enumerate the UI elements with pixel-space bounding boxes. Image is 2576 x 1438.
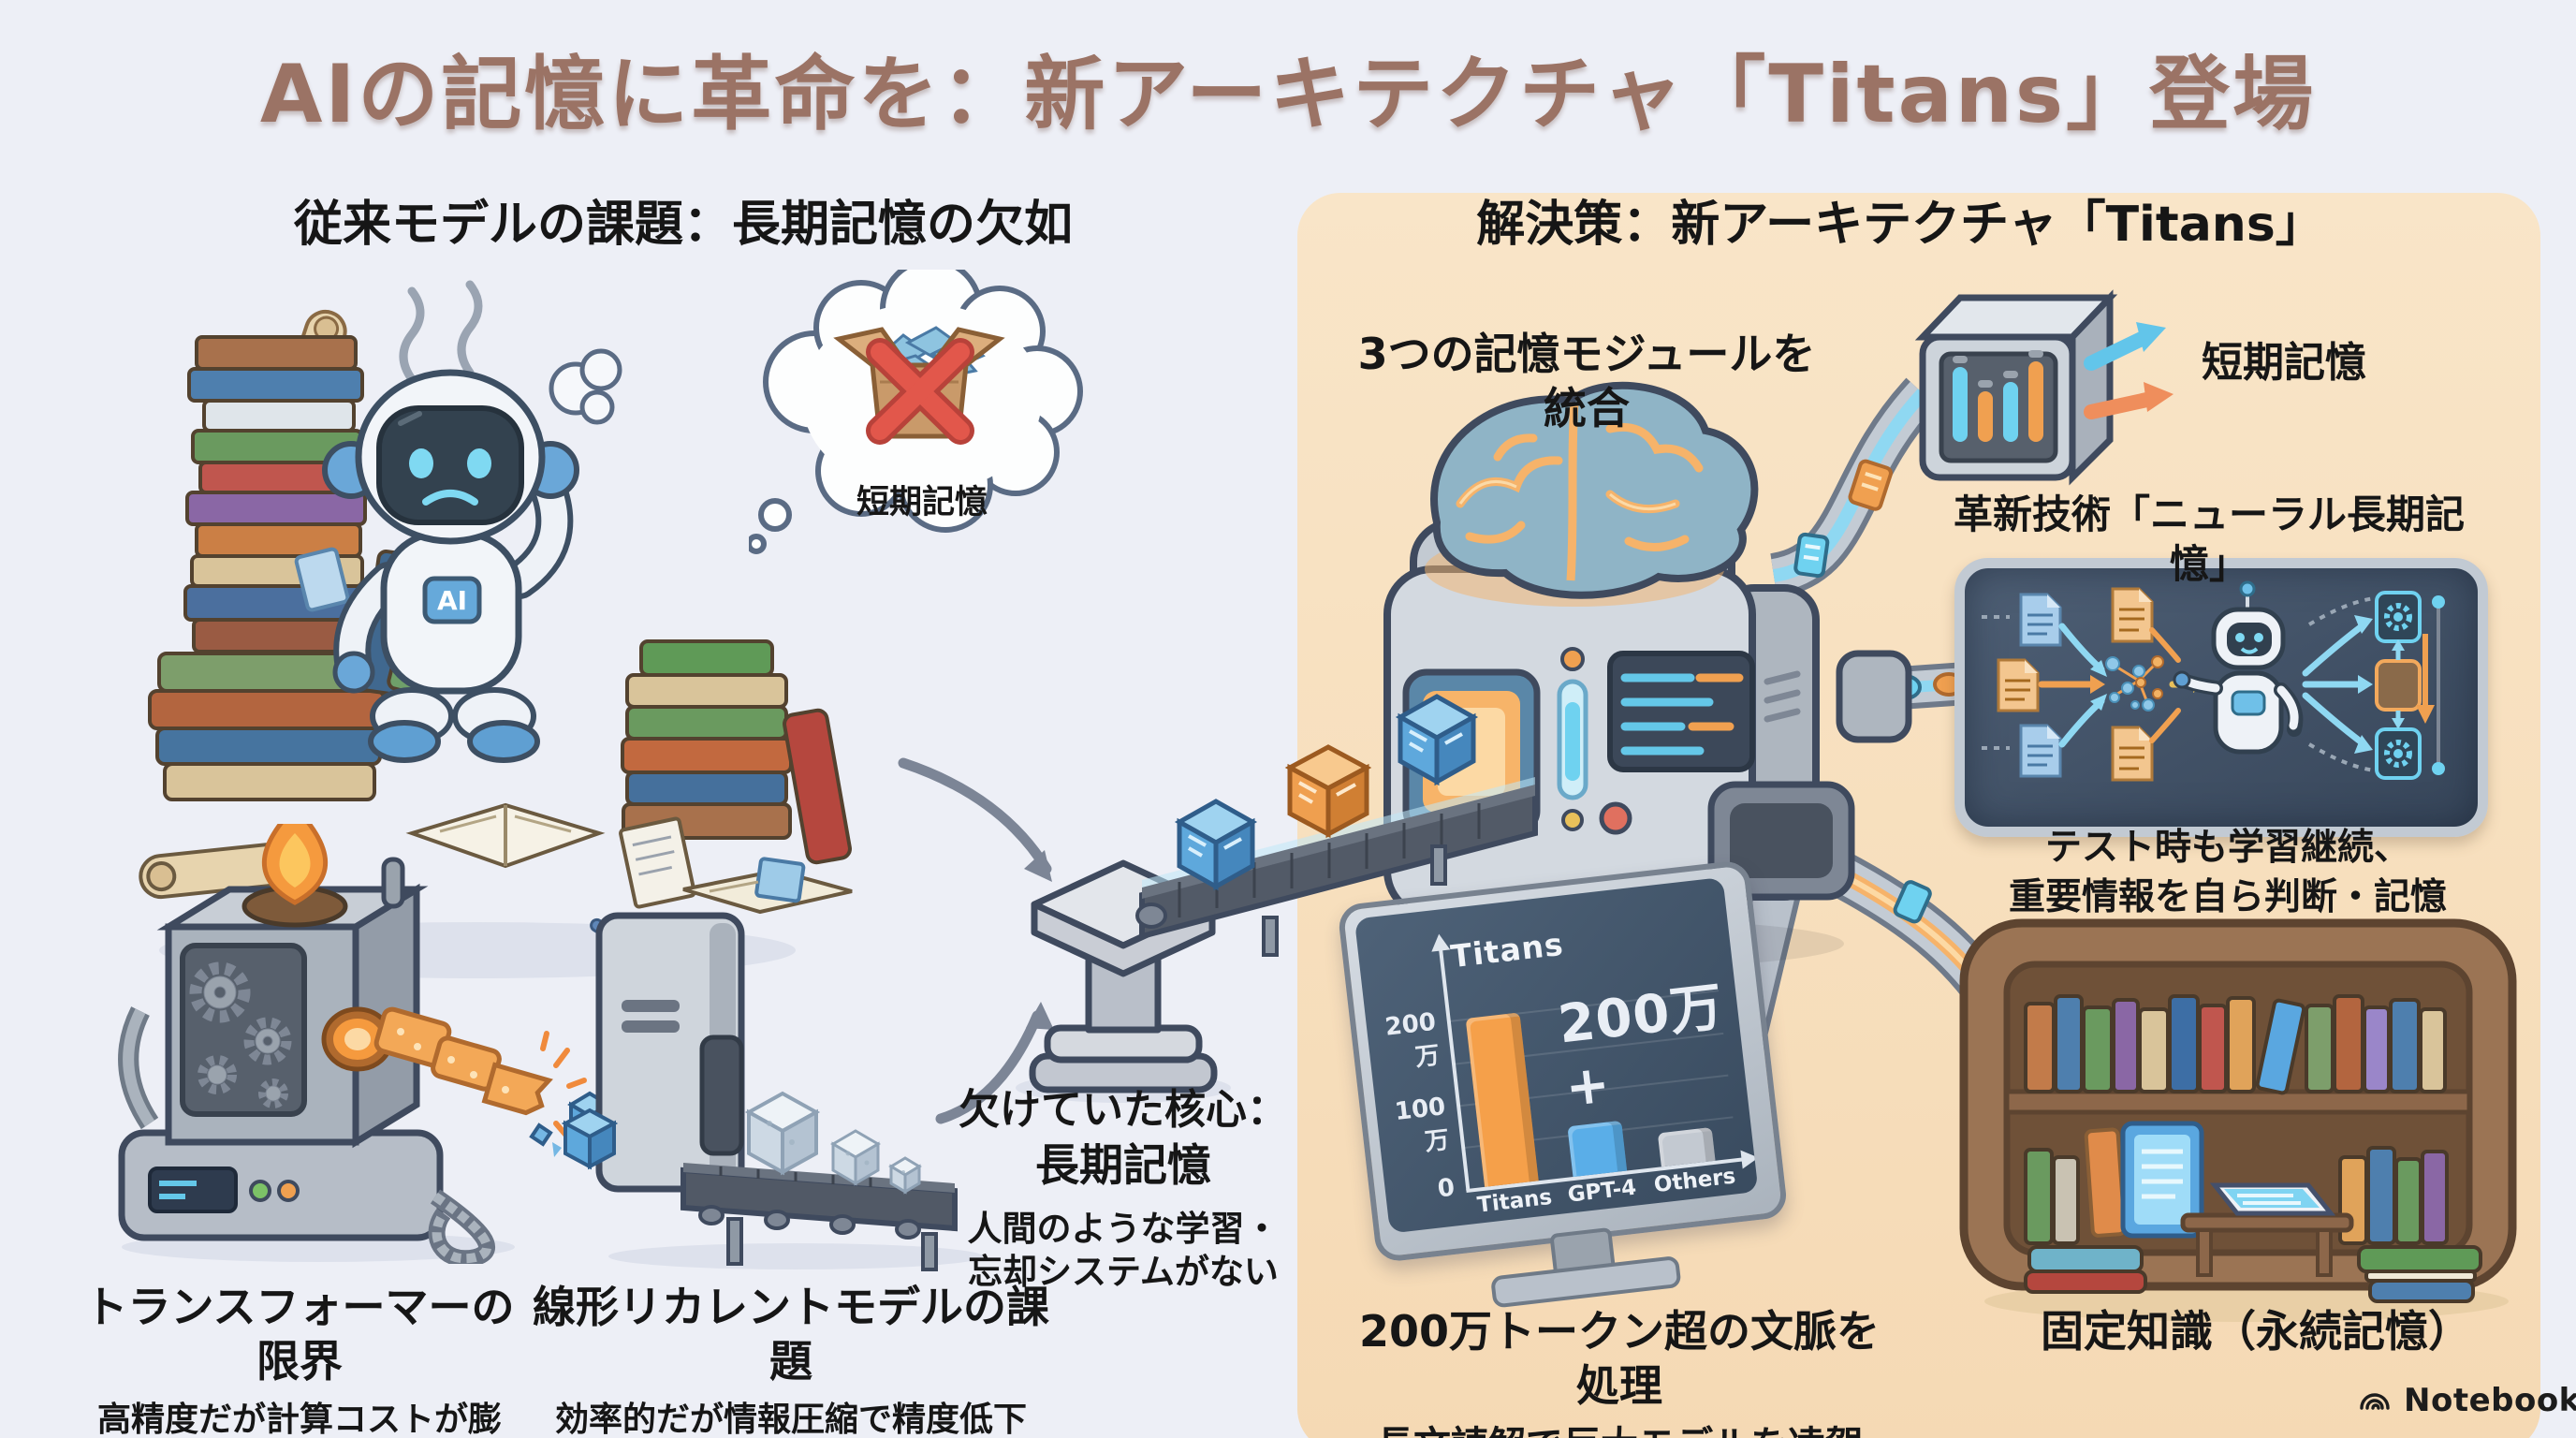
context-capacity-desc: 長文読解で巨大モデルを凌駕 xyxy=(1339,1422,1900,1438)
y-axis-arrow xyxy=(1429,932,1451,952)
transformer-limit-block: トランスフォーマーの限界 高精度だが計算コストが膨大、 扱える文脈に制限 xyxy=(75,1281,524,1438)
shrinking-cubes xyxy=(744,1091,922,1195)
neural-memory-panel xyxy=(1954,558,2488,837)
linear-recurrent-press-illustration xyxy=(552,912,983,1271)
short-term-memory-label: 短期記憶 xyxy=(2202,339,2366,387)
neural-memory-description: テスト時も学習継続、 重要情報を自ら判断・記憶 xyxy=(1994,824,2462,922)
robot-books-illustration: AI xyxy=(139,280,853,978)
flow-arrows xyxy=(898,757,1054,1124)
chart-bar-Others xyxy=(1657,1126,1716,1167)
memory-graph-icon xyxy=(2105,655,2164,712)
brand-footer: NotebookLM xyxy=(2357,1382,2576,1419)
missing-core-line1: 欠けていた核心： xyxy=(959,1086,1288,1134)
missing-core-text: 欠けていた核心： 長期記憶 人間のような学習・ 忘却システムがない xyxy=(941,1084,1306,1294)
context-capacity-block: 200万トークン超の文脈を処理 長文読解で巨大モデルを凌駕 xyxy=(1339,1305,1900,1438)
bookshelf-illustration xyxy=(1959,918,2517,1322)
falling-note xyxy=(294,547,350,612)
chart-bar-Titans xyxy=(1465,1012,1539,1187)
spiral-arc-icon xyxy=(2360,1393,2390,1410)
doc-icons-left xyxy=(1997,587,2154,782)
neural-panel-graphics xyxy=(1982,580,2445,782)
red-x-icon xyxy=(866,338,974,445)
thought-bubble xyxy=(749,270,1083,554)
mini-robot-icon xyxy=(2173,580,2304,755)
ai-badge xyxy=(422,576,482,624)
brain-icon xyxy=(1425,381,1759,607)
glowing-book-icon xyxy=(2084,1121,2204,1239)
neural-desc-line1: テスト時も学習継続、 xyxy=(2044,827,2410,869)
hot-token-blocks xyxy=(373,1006,553,1116)
tick-100: 100万 xyxy=(1393,1093,1451,1157)
transformer-furnace-illustration xyxy=(118,824,612,1264)
linear-recurrent-title: 線形リカレントモデルの課題 xyxy=(533,1282,1049,1387)
transformer-limit-title: トランスフォーマーの限界 xyxy=(84,1282,515,1387)
status-panel xyxy=(1607,651,1755,772)
missing-core-line2: 長期記憶 xyxy=(1035,1140,1211,1192)
ai-badge-text: AI xyxy=(437,585,467,616)
neural-memory-label: 革新技術「ニューラル長期記憶」 xyxy=(1953,492,2465,587)
token-conveyor xyxy=(1135,694,1538,957)
stacked-books xyxy=(2024,1245,2482,1303)
data-cube-orange xyxy=(1284,744,1372,839)
tube-short-term xyxy=(1769,377,1939,598)
fixed-knowledge-label: 固定知識（永続記憶） xyxy=(2041,1306,2471,1357)
puff-cloud-icon xyxy=(549,348,622,425)
gauge-bars xyxy=(1953,350,2043,442)
page-title: AIの記憶に革命を：新アーキテクチャ「Titans」登場 xyxy=(259,48,2317,141)
chart-title: Titans xyxy=(1448,925,1566,976)
memory-chips xyxy=(2375,591,2422,780)
gears-icon xyxy=(189,961,292,1108)
tick-0: 0 xyxy=(1436,1173,1456,1204)
context-capacity-title: 200万トークン超の文脈を処理 xyxy=(1358,1306,1881,1411)
linear-recurrent-block: 線形リカレントモデルの課題 効率的だが情報圧縮で精度低下 xyxy=(517,1281,1065,1438)
red-button xyxy=(1599,801,1632,835)
data-cube-blue-2 xyxy=(1395,694,1479,786)
thought-bubble-label: 短期記憶 xyxy=(856,484,988,521)
missing-core-line4: 忘却システムがない xyxy=(968,1252,1279,1292)
tablet-table xyxy=(2180,1182,2354,1277)
tick-200: 200万 xyxy=(1383,1007,1442,1073)
entering-cube xyxy=(552,1108,619,1170)
missing-core-line3: 人間のような学習・ xyxy=(967,1208,1280,1249)
left-section-header: 従来モデルの課題：長期記憶の欠如 xyxy=(293,197,1073,253)
steam-icon xyxy=(399,280,483,384)
transformer-limit-desc1: 高精度だが計算コストが膨大、 xyxy=(96,1401,502,1438)
right-section-header: 解決策：新アーキテクチャ「Titans」 xyxy=(1476,197,2324,253)
chart-annotation: 200万+ xyxy=(1555,976,1727,1120)
modules-label: 3つの記憶モジュールを統合 xyxy=(1357,329,1816,433)
brand-name: NotebookLM xyxy=(2404,1382,2576,1419)
data-cube-blue-1 xyxy=(1174,799,1258,891)
chart-bar-GPT-4 xyxy=(1567,1120,1628,1178)
neural-desc-line2: 重要情報を自ら判断・記憶 xyxy=(2008,875,2447,918)
short-term-processor xyxy=(1914,289,2174,486)
flame-icon xyxy=(261,824,329,905)
output-arrows xyxy=(2084,322,2174,419)
sad-robot: AI xyxy=(322,369,579,763)
linear-recurrent-desc: 効率的だが情報圧縮で精度低下 xyxy=(554,1401,1027,1438)
